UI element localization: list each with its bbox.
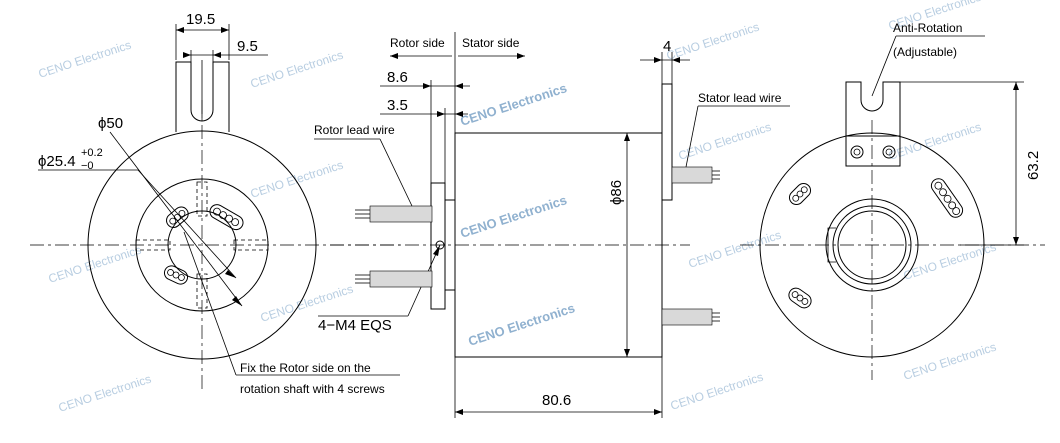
watermark: CENO Electronics — [37, 38, 133, 81]
watermark: CENO Electronics — [887, 120, 983, 163]
anti-rotation-bracket — [845, 135, 901, 167]
dia-254-leader-diag — [137, 169, 237, 279]
watermark: CENO Electronics — [902, 240, 998, 283]
dim-3-5: 3.5 — [387, 97, 408, 114]
stator-wire-leader — [685, 105, 699, 168]
bracket-screw-right — [882, 145, 896, 159]
dia-50-leader — [109, 131, 243, 307]
dim-arrow — [654, 57, 662, 63]
label-anti-rotation: Anti-Rotation — [893, 21, 962, 35]
watermark: CENO Electronics — [687, 228, 783, 271]
anti-rotation-tab — [175, 61, 230, 132]
dim-arrow — [455, 83, 463, 89]
dim-tolerance-minus: −0 — [81, 160, 94, 172]
dim-arrow — [213, 52, 221, 58]
watermark: CENO Electronics — [249, 48, 345, 91]
dim-arrow — [624, 133, 630, 141]
rotor-flange — [430, 182, 446, 310]
stator-wire-exit-upper-left — [788, 182, 812, 206]
rotor-face-view: 19.5 9.5 ϕ50 ϕ25.4 +0.2 −0 Fix the Rotor… — [30, 11, 400, 396]
dim-arrow — [455, 409, 463, 415]
dim-arrow — [654, 409, 662, 415]
dia-50-arrow — [232, 296, 242, 306]
label-adjustable: (Adjustable) — [893, 45, 957, 59]
dim-dia-25-4: ϕ25.4 — [38, 153, 76, 170]
watermark: CENO Electronics — [57, 372, 153, 415]
label-rotor-side: Rotor side — [390, 36, 445, 50]
fix-note-line-1: Fix the Rotor side on the — [240, 361, 371, 375]
watermark: CENO Electronics — [665, 20, 761, 63]
watermark: CENO Electronics — [249, 158, 345, 201]
dim-arrow — [624, 349, 630, 357]
fix-note-line-2: rotation shaft with 4 screws — [240, 382, 385, 396]
watermark: CENO Electronics — [47, 243, 143, 286]
screw-boss-bottom — [196, 273, 208, 309]
dim-19-5: 19.5 — [186, 11, 215, 28]
stator-wire-exit-upper-right — [930, 178, 964, 218]
bore-circle — [167, 210, 237, 280]
watermark: CENO Electronics — [669, 370, 765, 413]
screw-leader-arrow — [433, 245, 440, 256]
stator-bore-outer — [825, 198, 919, 292]
screw-symbol — [435, 240, 445, 250]
rotor-side-arrowhead — [390, 53, 398, 59]
bracket-screw-left-inner — [853, 148, 861, 156]
outer-housing-circle — [87, 130, 317, 360]
dim-63-2: 63.2 — [1025, 151, 1042, 180]
stator-wire-lower — [661, 308, 713, 326]
watermark: CENO Electronics — [902, 340, 998, 383]
wire-exit-lower-left — [163, 265, 189, 285]
dim-dia-86: ϕ86 — [608, 180, 625, 205]
dim-dia-50: ϕ50 — [98, 115, 123, 132]
stator-side-arrowhead — [517, 53, 525, 59]
bearing-notch — [827, 227, 836, 263]
bracket-screw-right-inner — [885, 148, 893, 156]
dim-arrow — [221, 27, 229, 33]
stator-face-view: Anti-Rotation (Adjustable) 63.2 — [740, 21, 1045, 380]
screw-boss-top — [196, 181, 208, 217]
label-stator-side: Stator side — [462, 36, 520, 50]
stator-wire-exit-lower — [788, 287, 812, 309]
watermark: CENO Electronics — [458, 80, 568, 129]
dim-arrow — [455, 111, 463, 117]
stator-tab — [661, 83, 673, 201]
label-screws: 4−M4 EQS — [318, 317, 392, 334]
wire-exit-upper-left — [166, 206, 189, 228]
dim-arrow — [183, 52, 191, 58]
dim-arrow — [176, 27, 184, 33]
dim-80-6: 80.6 — [542, 392, 571, 409]
bracket-screw-left — [850, 145, 864, 159]
rotor-wire-lower — [369, 270, 433, 288]
label-stator-lead-wire: Stator lead wire — [698, 91, 782, 105]
screw-boss-right — [233, 239, 269, 251]
rotor-wire-leader — [379, 138, 413, 207]
dim-arrow — [423, 83, 431, 89]
dim-arrow — [672, 57, 680, 63]
side-view: Rotor side Stator side 8.6 3.5 4 Rotor l… — [314, 32, 790, 418]
dim-9-5: 9.5 — [237, 38, 258, 55]
dim-tolerance-plus: +0.2 — [81, 147, 103, 159]
anti-rotation-leader — [871, 35, 897, 97]
stator-bore-inner — [837, 210, 907, 280]
stator-bore-mid — [832, 205, 912, 285]
watermark: CENO Electronics — [466, 300, 576, 349]
dim-8-6: 8.6 — [387, 69, 408, 86]
stator-body — [454, 132, 663, 358]
dim-arrow — [1013, 82, 1019, 90]
dim-arrow — [437, 111, 445, 117]
anti-rotation-tab — [845, 81, 901, 136]
watermark: CENO Electronics — [458, 192, 568, 241]
dim-arrow — [1013, 237, 1019, 245]
rotor-wire-upper — [369, 205, 433, 223]
label-rotor-lead-wire: Rotor lead wire — [314, 123, 395, 137]
dim-4: 4 — [663, 38, 671, 55]
stator-wire-upper — [671, 166, 713, 184]
dia-254-arrow — [225, 270, 236, 278]
screw-boss-left — [135, 239, 171, 251]
wire-exit-upper-right — [209, 204, 244, 231]
fix-note-leader — [183, 231, 237, 376]
